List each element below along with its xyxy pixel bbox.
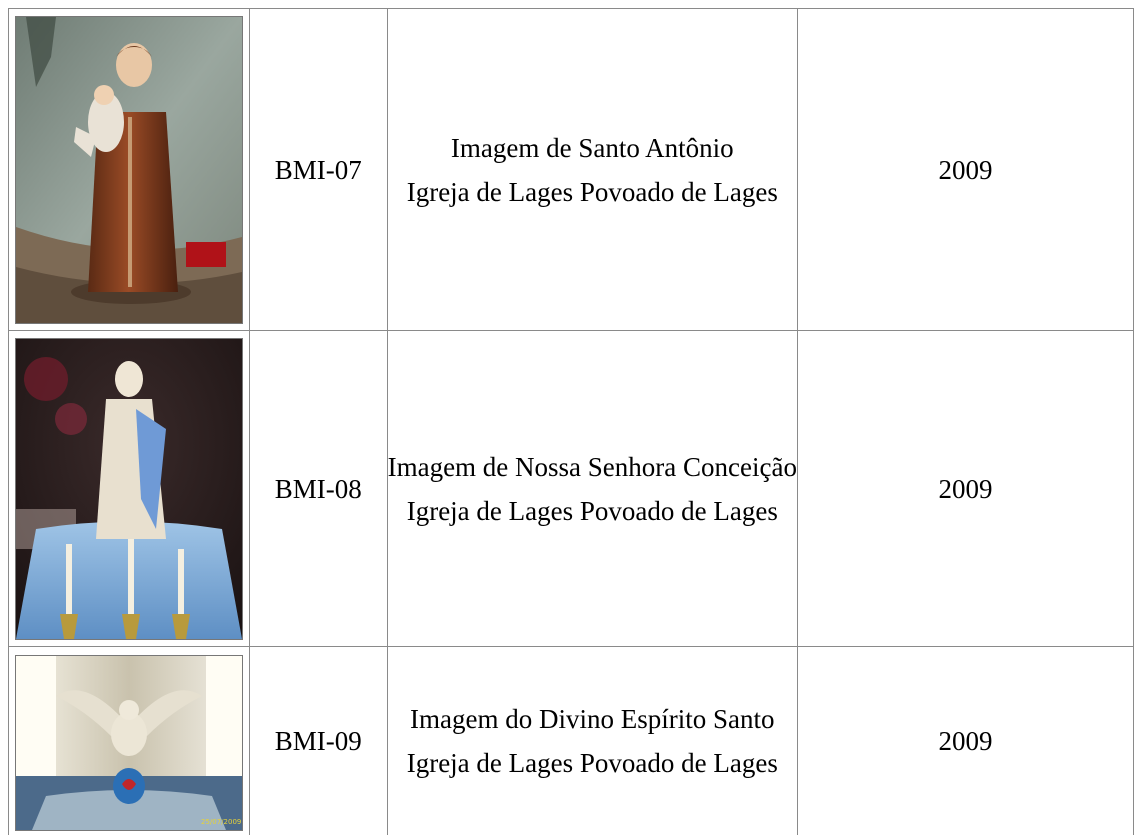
photo-statue-holy-spirit-dove: 25/07/2009 [14, 655, 243, 831]
item-location: Igreja de Lages Povoado de Lages [406, 176, 778, 207]
photo-statue-saint-anthony [14, 15, 243, 324]
item-year: 2009 [796, 8, 1134, 331]
item-title: Imagem do Divino Espírito Santo [410, 704, 775, 734]
item-code: BMI-09 [248, 646, 388, 835]
item-code: BMI-08 [248, 330, 388, 647]
item-title: Imagem de Nossa Senhora Conceição [387, 451, 797, 482]
item-title: Imagem de Santo Antônio [450, 132, 734, 163]
item-description: Imagem de Nossa Senhora Conceição Igreja… [386, 330, 798, 647]
item-location: Igreja de Lages Povoado de Lages [406, 748, 778, 778]
heritage-items-table: BMI-07 Imagem de Santo Antônio Igreja de… [8, 8, 1134, 835]
photo-cell: 25/07/2009 [8, 646, 250, 835]
photo-statue-our-lady-conception [14, 337, 243, 640]
photo-cell [8, 330, 250, 647]
table-row: 25/07/2009 BMI-09 Imagem do Divino Espír… [8, 646, 1134, 835]
item-code: BMI-07 [248, 8, 388, 331]
item-description: Imagem de Santo Antônio Igreja de Lages … [386, 8, 798, 331]
photo-date-stamp: 25/07/2009 [201, 818, 241, 826]
item-description: Imagem do Divino Espírito Santo Igreja d… [386, 646, 798, 835]
table-row: BMI-07 Imagem de Santo Antônio Igreja de… [8, 8, 1134, 331]
item-year: 2009 [796, 646, 1134, 835]
item-year: 2009 [796, 330, 1134, 647]
table-row: BMI-08 Imagem de Nossa Senhora Conceição… [8, 330, 1134, 647]
item-location: Igreja de Lages Povoado de Lages [406, 495, 778, 526]
photo-cell [8, 8, 250, 331]
